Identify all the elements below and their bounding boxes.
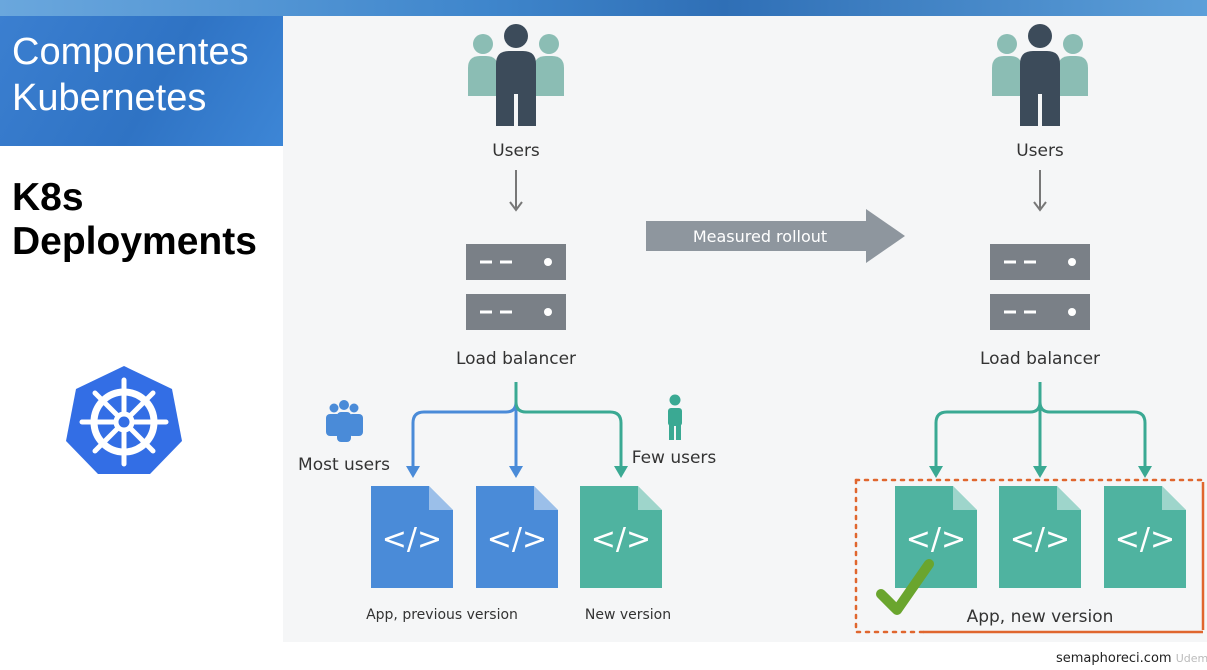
footer-site: semaphoreci.com xyxy=(1056,651,1172,666)
measured-rollout-arrow xyxy=(646,209,905,263)
arrowhead-blue-2 xyxy=(509,466,523,478)
arrowhead-teal-1 xyxy=(929,466,943,478)
most-users-icon xyxy=(326,400,363,442)
code-icon: </> xyxy=(382,522,442,557)
app-previous-version-1: </> xyxy=(371,486,453,588)
new-version-highlight-box xyxy=(854,478,1207,634)
traffic-lines-teal xyxy=(934,382,1147,468)
arrowhead-teal xyxy=(614,466,628,478)
code-icon: </> xyxy=(906,522,966,557)
title-line-2: Kubernetes xyxy=(12,77,207,119)
app-new-version-canary: </> xyxy=(580,486,662,588)
measured-rollout-label: Measured rollout xyxy=(693,227,827,246)
users-label: Users xyxy=(1016,141,1064,161)
app-new-version-1: </> xyxy=(895,486,977,588)
app-new-version-label: App, new version xyxy=(967,607,1114,627)
title-box: Componentes Kubernetes xyxy=(0,16,283,146)
few-users-icon xyxy=(668,394,682,440)
subtitle: K8s Deployments xyxy=(12,176,257,264)
app-new-version-3: </> xyxy=(1104,486,1186,588)
prev-version-label: App, previous version xyxy=(366,607,518,623)
users-label: Users xyxy=(492,141,540,161)
traffic-lines-blue xyxy=(411,382,518,468)
load-balancer-icon xyxy=(464,242,568,332)
rollout-diagram: Users Load balancer Most users Few users… xyxy=(298,24,1207,634)
kubernetes-logo-icon xyxy=(66,366,182,474)
footer: semaphoreci.com Udemy xyxy=(1056,651,1207,666)
subtitle-line-1: K8s xyxy=(12,176,84,219)
top-band xyxy=(0,0,1207,16)
footer-watermark: Udemy xyxy=(1175,652,1207,665)
arrowhead-blue-1 xyxy=(406,466,420,478)
users-icon xyxy=(468,24,564,126)
app-previous-version-2: </> xyxy=(476,486,558,588)
new-version-label: New version xyxy=(585,607,671,623)
load-balancer-label: Load balancer xyxy=(456,349,576,369)
down-arrow xyxy=(1033,170,1047,212)
load-balancer-label: Load balancer xyxy=(980,349,1100,369)
load-balancer-icon xyxy=(988,242,1092,332)
most-users-label: Most users xyxy=(298,455,390,475)
subtitle-line-2: Deployments xyxy=(12,220,257,263)
users-icon xyxy=(992,24,1088,126)
arrowhead-teal-2 xyxy=(1033,466,1047,478)
code-icon: </> xyxy=(1010,522,1070,557)
title-line-1: Componentes xyxy=(12,31,249,73)
code-icon: </> xyxy=(591,522,651,557)
down-arrow xyxy=(509,170,523,212)
app-new-version-2: </> xyxy=(999,486,1081,588)
checkmark-icon xyxy=(876,559,934,615)
few-users-label: Few users xyxy=(632,448,717,468)
code-icon: </> xyxy=(1115,522,1175,557)
code-icon: </> xyxy=(487,522,547,557)
traffic-line-teal xyxy=(514,382,623,468)
arrowhead-teal-3 xyxy=(1138,466,1152,478)
